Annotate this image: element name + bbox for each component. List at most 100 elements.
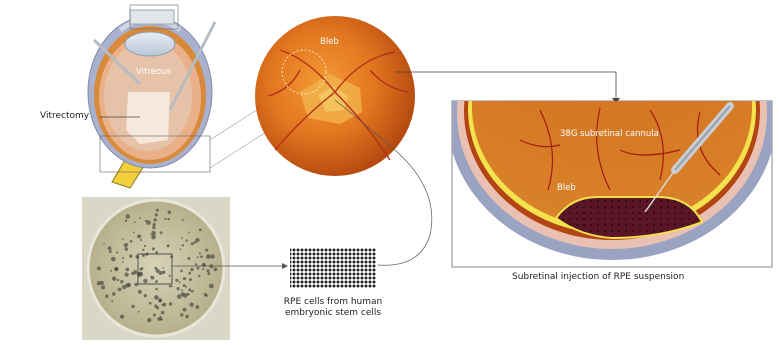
dish-colony-speck bbox=[125, 247, 129, 251]
dish-colony-speck bbox=[118, 288, 122, 292]
dish-colony-speck bbox=[169, 302, 172, 305]
dish-colony-speck bbox=[167, 218, 169, 220]
dish-colony-speck bbox=[138, 272, 143, 277]
caption-rpe-cells-line2: embryonic stem cells bbox=[268, 308, 398, 319]
dish-colony-speck bbox=[190, 268, 193, 271]
label-cannula: 38G subretinal cannula bbox=[560, 129, 659, 139]
dish-colony-speck bbox=[138, 290, 142, 294]
dish-colony-speck bbox=[120, 280, 123, 283]
caption-rpe-cells: RPE cells from human embryonic stem cell… bbox=[268, 297, 398, 319]
dish-colony-speck bbox=[180, 249, 182, 251]
dish-colony-speck bbox=[122, 257, 124, 259]
dish-colony-speck bbox=[155, 280, 158, 283]
dish-colony-speck bbox=[214, 268, 218, 272]
dish-colony-speck bbox=[189, 278, 192, 281]
dish-colony-speck bbox=[205, 249, 208, 252]
dish-colony-speck bbox=[162, 267, 164, 269]
dish-colony-speck bbox=[185, 286, 187, 288]
dish-colony-speck bbox=[183, 277, 186, 280]
dish-colony-speck bbox=[198, 275, 200, 277]
dish-colony-speck bbox=[159, 271, 163, 275]
dish-colony-speck bbox=[138, 311, 140, 313]
dish-colony-speck bbox=[180, 270, 183, 273]
dish-colony-speck bbox=[110, 270, 112, 272]
dish-colony-speck bbox=[150, 234, 152, 236]
dish-colony-speck bbox=[182, 219, 184, 221]
dish-colony-speck bbox=[137, 234, 141, 238]
dish-colony-speck bbox=[144, 294, 147, 297]
dish-colony-speck bbox=[153, 223, 156, 226]
label-vitrectomy: Vitrectomy bbox=[40, 111, 89, 121]
dish-colony-speck bbox=[125, 220, 127, 222]
dish-colony-speck bbox=[140, 268, 143, 271]
dish-colony-speck bbox=[126, 214, 130, 218]
dish-colony-speck bbox=[134, 221, 136, 223]
dish-colony-speck bbox=[206, 254, 211, 259]
dish-colony-speck bbox=[187, 257, 190, 260]
dish-colony-speck bbox=[196, 267, 199, 270]
dish-colony-speck bbox=[195, 263, 197, 265]
dish-colony-speck bbox=[131, 272, 134, 275]
dish-colony-speck bbox=[108, 246, 112, 250]
dish-colony-speck bbox=[179, 281, 181, 283]
dish-colony-speck bbox=[206, 295, 208, 297]
dish-colony-speck bbox=[155, 213, 158, 216]
cell-grid-icon bbox=[290, 248, 376, 288]
dish-colony-speck bbox=[182, 244, 184, 246]
dish-colony-speck bbox=[101, 285, 105, 289]
dish-colony-speck bbox=[210, 254, 214, 258]
dish-colony-speck bbox=[195, 238, 199, 242]
dish-colony-speck bbox=[191, 242, 194, 245]
dish-colony-speck bbox=[139, 217, 141, 219]
dish-colony-speck bbox=[112, 277, 116, 281]
dish-colony-speck bbox=[130, 240, 133, 243]
dish-colony-speck bbox=[116, 251, 118, 253]
dish-colony-speck bbox=[133, 232, 135, 234]
dish-colony-speck bbox=[122, 285, 126, 289]
dish-colony-speck bbox=[155, 288, 158, 291]
dish-colony-speck bbox=[209, 284, 214, 289]
caption-rpe-cells-line1: RPE cells from human bbox=[268, 297, 398, 308]
dish-colony-speck bbox=[154, 295, 159, 300]
dish-colony-speck bbox=[144, 245, 146, 247]
dish-colony-speck bbox=[181, 289, 183, 291]
dish-colony-speck bbox=[97, 267, 101, 271]
petri-dish-photo-icon bbox=[82, 197, 230, 340]
dish-colony-speck bbox=[155, 251, 158, 254]
dish-colony-speck bbox=[191, 290, 193, 292]
dish-colony-speck bbox=[159, 299, 162, 302]
dish-colony-speck bbox=[154, 218, 157, 221]
dish-colony-speck bbox=[127, 243, 129, 245]
dish-colony-speck bbox=[111, 257, 116, 262]
dish-colony-speck bbox=[161, 311, 165, 315]
dish-colony-speck bbox=[129, 255, 132, 258]
dish-colony-speck bbox=[131, 305, 134, 308]
dish-colony-speck bbox=[147, 318, 151, 322]
dish-colony-speck bbox=[142, 249, 144, 251]
dish-colony-speck bbox=[143, 279, 147, 283]
dish-colony-speck bbox=[126, 268, 130, 272]
dish-colony-speck bbox=[167, 244, 170, 247]
dish-colony-speck bbox=[207, 272, 210, 275]
dish-colony-speck bbox=[101, 281, 103, 283]
dish-colony-speck bbox=[197, 256, 199, 258]
dish-colony-speck bbox=[149, 302, 152, 305]
dish-colony-speck bbox=[140, 239, 142, 241]
dish-colony-speck bbox=[152, 247, 155, 250]
dish-colony-speck bbox=[188, 272, 191, 275]
dish-colony-speck bbox=[199, 252, 201, 254]
eye-cross-section-icon bbox=[88, 5, 215, 188]
dish-colony-speck bbox=[202, 268, 204, 270]
dish-colony-speck bbox=[169, 285, 172, 288]
dish-colony-speck bbox=[154, 267, 157, 270]
dish-colony-speck bbox=[157, 317, 161, 321]
connector-dish-arrowhead bbox=[282, 263, 288, 269]
dish-colony-speck bbox=[105, 295, 108, 298]
dish-colony-speck bbox=[122, 261, 124, 263]
dish-colony-speck bbox=[114, 267, 117, 270]
dish-colony-speck bbox=[156, 209, 159, 212]
dish-colony-speck bbox=[154, 304, 157, 307]
dish-colony-speck bbox=[169, 275, 171, 277]
dish-colony-speck bbox=[150, 276, 152, 278]
